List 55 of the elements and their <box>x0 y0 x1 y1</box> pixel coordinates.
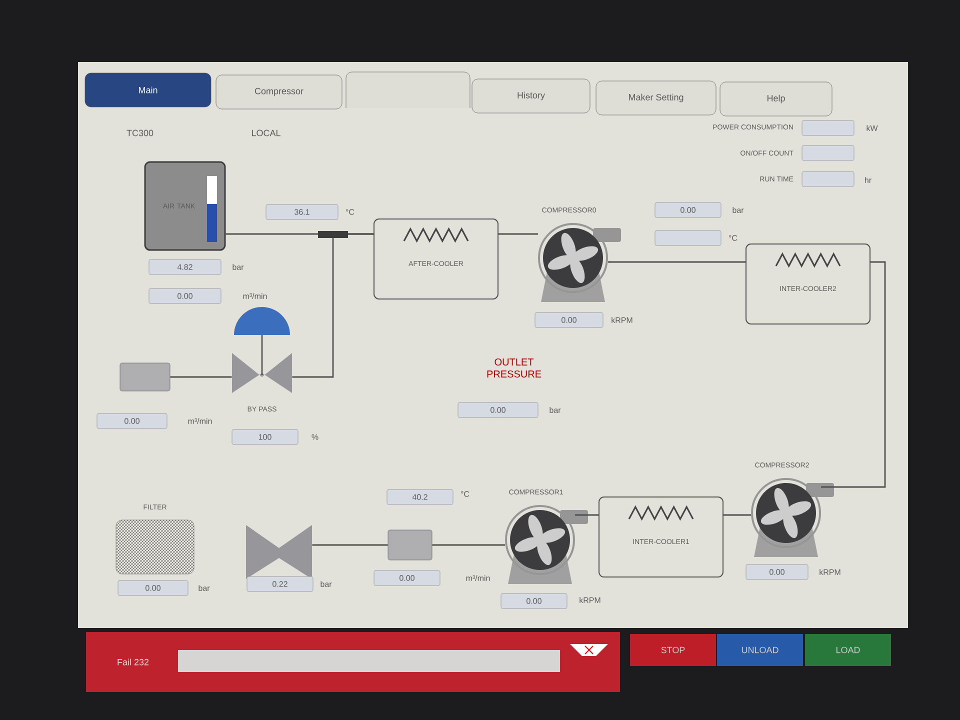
value-field: 0.00 <box>148 288 222 304</box>
unit-text: m³/min <box>243 293 267 299</box>
unit-text: m³/min <box>188 418 212 424</box>
status-text: LOCAL <box>252 130 280 136</box>
tab: Main <box>84 72 212 108</box>
value-field: 100 <box>232 429 298 445</box>
unit-text: bar <box>198 585 210 591</box>
pipe-line <box>608 261 746 263</box>
valve-drawing <box>246 525 312 579</box>
value-field: 0.00 <box>458 402 538 418</box>
unit-text: kRPM <box>612 317 632 323</box>
unit-text: m³/min <box>466 575 490 581</box>
value-field: 0.22 <box>246 576 314 592</box>
pipe-line <box>575 514 598 516</box>
value-field: 0.00 <box>96 413 168 429</box>
alarm-code: Fail 232 <box>118 658 149 666</box>
pipe-fitting <box>388 530 432 560</box>
unit-text: °C <box>729 235 738 241</box>
value-field: 40.2 <box>386 489 454 505</box>
unit-text: bar <box>232 264 244 270</box>
control-button: UNLOAD <box>717 634 804 666</box>
unit-text: kRPM <box>820 569 840 575</box>
status-text: TC300 <box>126 130 154 136</box>
pipe-line <box>292 233 374 378</box>
control-button: STOP <box>630 634 716 666</box>
value-field: 0.00 <box>500 593 568 609</box>
control-button: LOAD <box>805 634 892 666</box>
unit-text: kW <box>866 125 878 131</box>
tab: Maker Setting <box>596 80 716 116</box>
value-field: 0.00 <box>118 580 188 596</box>
value-field: 4.82 <box>148 259 222 275</box>
value-field: 0.00 <box>746 564 808 580</box>
tab: History <box>472 78 590 114</box>
pipe-line <box>170 376 232 378</box>
unit-text: bar <box>732 207 744 213</box>
unit-text: kRPM <box>580 597 600 603</box>
value-field: 0.00 <box>374 570 440 586</box>
unit-text: °C <box>461 491 470 497</box>
pipe-line <box>498 233 538 235</box>
unit-text: % <box>312 434 318 440</box>
value-field: 0.00 <box>654 202 722 218</box>
pipe-line <box>724 514 751 516</box>
pipe-fitting <box>120 362 170 392</box>
tab: Help <box>720 82 832 116</box>
value-field: 0.00 <box>534 312 604 328</box>
section-heading: OUTLET PRESSURE <box>487 358 542 378</box>
unit-text: °C <box>346 209 354 215</box>
unit-text: hr <box>865 177 872 183</box>
unit-text: bar <box>550 407 561 413</box>
pipe-line <box>312 544 388 546</box>
unit-text: bar <box>320 581 332 587</box>
tab: Compressor <box>216 74 342 110</box>
value-field: 36.1 <box>266 204 338 220</box>
pipe-line <box>432 544 505 546</box>
pipe-line <box>821 261 886 488</box>
